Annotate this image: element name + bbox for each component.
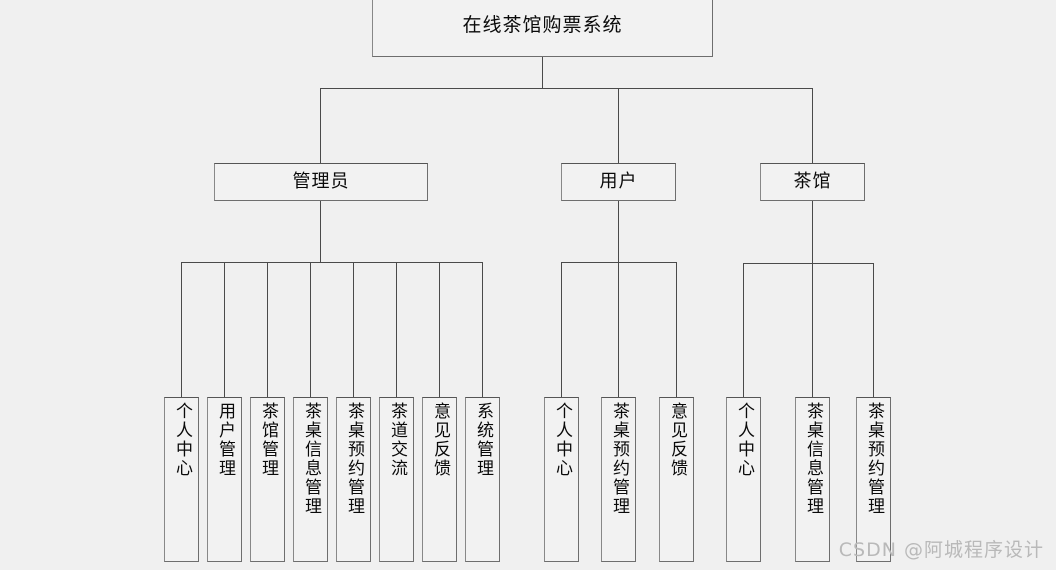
node-leaf-teahouse-0-label: 个人中心 [734, 402, 755, 478]
node-leaf-user-0-label: 个人中心 [552, 402, 573, 478]
node-leaf-teahouse-2-label: 茶桌预约管理 [864, 402, 885, 516]
node-leaf-admin-6[interactable]: 意见反馈 [422, 397, 457, 562]
node-leaf-teahouse-1-label: 茶桌信息管理 [803, 402, 824, 516]
connector-admin-leaf-5 [396, 262, 397, 397]
node-leaf-admin-0[interactable]: 个人中心 [164, 397, 199, 562]
connector-admin-leaf-4 [353, 262, 354, 397]
node-branch-user[interactable]: 用户 [561, 163, 676, 201]
node-root[interactable]: 在线茶馆购票系统 [372, 0, 713, 57]
node-root-label: 在线茶馆购票系统 [462, 13, 623, 36]
connector-admin-leaf-7 [482, 262, 483, 397]
connector-teahouse-bus [743, 263, 874, 264]
connector-root-stem [542, 57, 543, 88]
node-leaf-admin-3-label: 茶桌信息管理 [301, 402, 322, 516]
node-leaf-admin-1-label: 用户管理 [215, 402, 236, 478]
connector-teahouse-stem [812, 201, 813, 263]
node-leaf-admin-4-label: 茶桌预约管理 [344, 402, 365, 516]
node-branch-teahouse[interactable]: 茶馆 [760, 163, 865, 201]
node-leaf-user-1[interactable]: 茶桌预约管理 [601, 397, 636, 562]
connector-teahouse-leaf-0 [743, 263, 744, 397]
node-leaf-user-0[interactable]: 个人中心 [544, 397, 579, 562]
connector-admin-bus [181, 262, 483, 263]
connector-drop-teahouse [812, 88, 813, 163]
node-leaf-admin-1[interactable]: 用户管理 [207, 397, 242, 562]
connector-drop-user [618, 88, 619, 163]
node-leaf-admin-3[interactable]: 茶桌信息管理 [293, 397, 328, 562]
connector-admin-stem [320, 201, 321, 262]
connector-admin-leaf-2 [267, 262, 268, 397]
node-leaf-admin-0-label: 个人中心 [172, 402, 193, 478]
connector-admin-leaf-1 [224, 262, 225, 397]
node-branch-teahouse-label: 茶馆 [793, 170, 832, 192]
node-leaf-admin-4[interactable]: 茶桌预约管理 [336, 397, 371, 562]
node-leaf-admin-2[interactable]: 茶馆管理 [250, 397, 285, 562]
connector-level1-bus [320, 88, 813, 89]
node-branch-admin-label: 管理员 [292, 170, 350, 192]
connector-user-stem [618, 201, 619, 262]
connector-user-leaf-1 [618, 262, 619, 397]
connector-user-bus [561, 262, 677, 263]
connector-drop-admin [320, 88, 321, 163]
node-leaf-admin-7[interactable]: 系统管理 [465, 397, 500, 562]
node-leaf-admin-7-label: 系统管理 [473, 402, 494, 478]
node-leaf-admin-2-label: 茶馆管理 [258, 402, 279, 478]
node-leaf-user-2[interactable]: 意见反馈 [659, 397, 694, 562]
node-branch-user-label: 用户 [599, 170, 638, 192]
connector-user-leaf-2 [676, 262, 677, 397]
connector-admin-leaf-6 [439, 262, 440, 397]
node-leaf-teahouse-2[interactable]: 茶桌预约管理 [856, 397, 891, 562]
node-leaf-user-1-label: 茶桌预约管理 [609, 402, 630, 516]
node-branch-admin[interactable]: 管理员 [214, 163, 428, 201]
connector-teahouse-leaf-2 [873, 263, 874, 397]
node-leaf-admin-5[interactable]: 茶道交流 [379, 397, 414, 562]
connector-user-leaf-0 [561, 262, 562, 397]
node-leaf-teahouse-1[interactable]: 茶桌信息管理 [795, 397, 830, 562]
node-leaf-teahouse-0[interactable]: 个人中心 [726, 397, 761, 562]
node-leaf-user-2-label: 意见反馈 [667, 402, 688, 478]
connector-teahouse-leaf-1 [812, 263, 813, 397]
node-leaf-admin-5-label: 茶道交流 [387, 402, 408, 478]
node-leaf-admin-6-label: 意见反馈 [430, 402, 451, 478]
connector-admin-leaf-0 [181, 262, 182, 397]
connector-admin-leaf-3 [310, 262, 311, 397]
